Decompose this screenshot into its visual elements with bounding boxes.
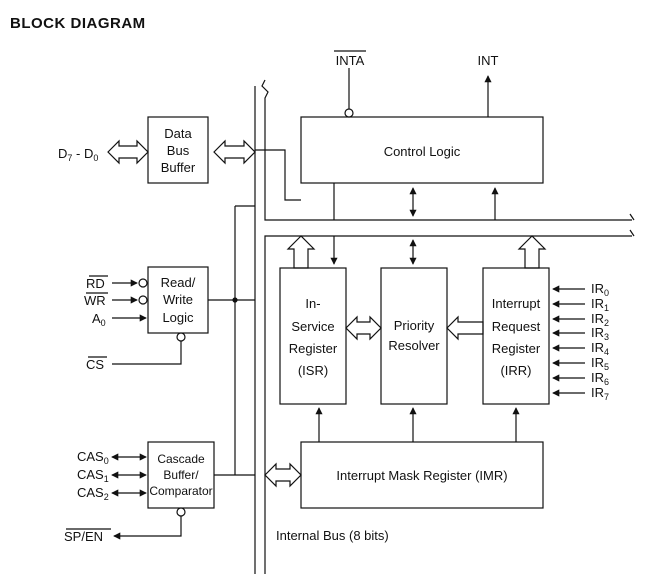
ir4-label: IR4 <box>591 340 609 357</box>
data-bus-double-arrow <box>107 139 149 165</box>
data-bus-buffer-label-3: Buffer <box>161 160 196 175</box>
ir6-label: IR6 <box>591 370 609 387</box>
ir2-label: IR2 <box>591 311 609 328</box>
ir1-label: IR1 <box>591 296 609 313</box>
ir5-label: IR5 <box>591 355 609 372</box>
inta-label: INTA <box>336 53 365 68</box>
cas0-label: CAS0 <box>77 449 109 466</box>
bus-imr-double-arrow <box>264 462 302 488</box>
irr-label-1: Interrupt <box>492 296 541 311</box>
buffer-bus-double-arrow <box>213 139 256 165</box>
wr-label: WR <box>84 293 106 308</box>
resolver-label-2: Resolver <box>388 338 440 353</box>
cas1-label: CAS1 <box>77 467 109 484</box>
cascade-label-2: Buffer/ <box>163 468 199 482</box>
isr-block <box>279 267 347 405</box>
inta-inversion-bubble <box>344 108 354 118</box>
control-logic-block <box>300 116 544 184</box>
rd-label: RD <box>86 276 105 291</box>
irr-bus-arrow <box>517 235 547 269</box>
bus-to-control-link <box>255 149 301 201</box>
ir3-label: IR3 <box>591 325 609 342</box>
cs-label: CS <box>86 357 104 372</box>
data-bus-buffer-label-1: Data <box>164 126 192 141</box>
irr-block <box>482 267 550 405</box>
internal-bus-label: Internal Bus (8 bits) <box>276 528 389 543</box>
cas2-label: CAS2 <box>77 485 109 502</box>
data-bus-buffer-block <box>147 116 209 184</box>
read-write-label-2: Write <box>163 292 193 307</box>
irr-resolver-arrow <box>446 315 484 341</box>
isr-bus-arrow <box>286 235 316 269</box>
data-bus-buffer-label-2: Bus <box>167 143 190 158</box>
resolver-label-1: Priority <box>394 318 435 333</box>
isr-label-1: In- <box>305 296 320 311</box>
irr-label-4: (IRR) <box>500 363 531 378</box>
sp-en-label: SP/EN <box>64 529 103 544</box>
irr-label-3: Register <box>492 341 541 356</box>
imr-label: Interrupt Mask Register (IMR) <box>336 468 507 483</box>
cascade-label-3: Comparator <box>149 484 212 498</box>
ir0-label: IR0 <box>591 281 609 298</box>
cascade-label-1: Cascade <box>157 452 205 466</box>
irr-label-2: Request <box>492 319 541 334</box>
internal-bus-lower-rail <box>264 235 632 574</box>
priority-resolver-block <box>380 267 448 405</box>
control-logic-label: Control Logic <box>384 144 461 159</box>
isr-label-2: Service <box>291 319 334 334</box>
internal-bus-upper-rail <box>261 79 632 221</box>
read-write-label-1: Read/ <box>161 275 196 290</box>
isr-label-4: (ISR) <box>298 363 328 378</box>
a0-label: A0 <box>92 311 106 328</box>
isr-resolver-double-arrow <box>345 315 382 341</box>
page-title: BLOCK DIAGRAM <box>10 15 146 32</box>
read-write-label-3: Logic <box>162 310 194 325</box>
ir7-label: IR7 <box>591 385 609 402</box>
int-label: INT <box>478 53 499 68</box>
isr-label-3: Register <box>289 341 338 356</box>
data-bus-label: D7 - D0 <box>58 146 98 163</box>
